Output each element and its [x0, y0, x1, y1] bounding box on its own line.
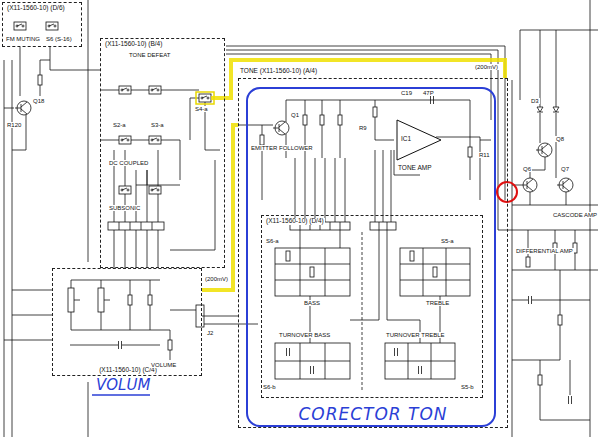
- part-label: TONE DEFEAT: [128, 52, 171, 58]
- board-title: (X11-1560-10) (B/4): [104, 41, 163, 48]
- board-title: (X11-1560-10) (D/4): [265, 218, 325, 225]
- board-title: (X11-1560-10) (C/4): [98, 367, 158, 374]
- transistor-symbol: [273, 121, 289, 135]
- part-label: DC COUPLED: [108, 160, 149, 166]
- amplifier-triangle: IC1TONE AMP: [395, 118, 447, 178]
- part-label: Q1: [290, 112, 300, 118]
- part-label: R120: [6, 122, 22, 128]
- part-label: DIFFERENTIAL AMP: [515, 248, 574, 254]
- handwritten-label: VOLUM: [95, 378, 151, 393]
- part-label: (200mV): [474, 64, 499, 70]
- board-title: (X11-1560-10) (D/6): [6, 5, 66, 12]
- transistor-symbol: [536, 143, 552, 157]
- part-label: Q7: [560, 166, 570, 172]
- part-label: R9: [358, 125, 368, 131]
- part-label: S2-a: [112, 122, 127, 128]
- hand-drawn-outline: CORECTOR TON (X11-1560-10) (D/4) IC1TONE A…: [246, 87, 496, 427]
- output-stage-wiring: [498, 0, 598, 437]
- part-label: Q18: [32, 98, 45, 104]
- highlighted-wire: [202, 125, 238, 290]
- part-label: BASS: [303, 300, 321, 306]
- part-label: S5-b: [460, 384, 475, 390]
- part-label: EMITTER FOLLOWER: [250, 145, 314, 151]
- part-label: S6-b: [262, 384, 277, 390]
- transistor-symbol: [15, 101, 31, 115]
- part-label: TREBLE: [425, 300, 450, 306]
- part-label: Q8: [555, 136, 565, 142]
- part-label: CASCODE AMP: [552, 212, 598, 218]
- board-title: IC1: [400, 136, 412, 143]
- part-label: VOLUME: [150, 362, 177, 368]
- volume-board-wiring: [68, 280, 258, 395]
- red-highlight-circle: [497, 182, 517, 202]
- part-label: FM MUTING: [5, 36, 41, 42]
- circuit-board: (X11-1560-10) (C/4): [52, 268, 202, 376]
- part-label: TURNOVER BASS: [278, 332, 331, 338]
- circuit-board: TONE (X11-1560-10) (A/4)CORECTOR TON(X11…: [238, 78, 508, 428]
- part-label: D3: [530, 98, 540, 104]
- transistor-symbol: [557, 178, 573, 192]
- highlighted-wire: [225, 60, 505, 98]
- switch-board-wiring: [100, 86, 225, 268]
- part-label: S6-a: [265, 238, 280, 244]
- part-label: J2: [206, 330, 214, 336]
- part-label: (200mV): [204, 276, 229, 282]
- part-label: TURNOVER TREBLE: [385, 332, 446, 338]
- part-label: 47P: [422, 90, 435, 96]
- part-label: S3-a: [150, 122, 165, 128]
- part-label: C19: [400, 90, 413, 96]
- tone-board-wiring: [226, 46, 505, 390]
- part-label: S5-a: [440, 238, 455, 244]
- part-label: R11: [478, 152, 491, 158]
- part-label: S6 (S-16): [45, 36, 73, 42]
- handwritten-title: CORECTOR TON: [297, 406, 448, 423]
- circuit-board: (X11-1560-10) (B/4): [100, 38, 225, 268]
- board-title: TONE (X11-1560-10) (A/4): [239, 68, 318, 75]
- amplifier-triangle: [397, 120, 441, 160]
- part-label: Q6: [522, 166, 532, 172]
- part-label: SUBSONIC: [108, 205, 141, 211]
- board-title: TONE AMP: [397, 165, 432, 172]
- transistor-symbol: [521, 178, 537, 192]
- part-label: S4-a: [194, 106, 209, 112]
